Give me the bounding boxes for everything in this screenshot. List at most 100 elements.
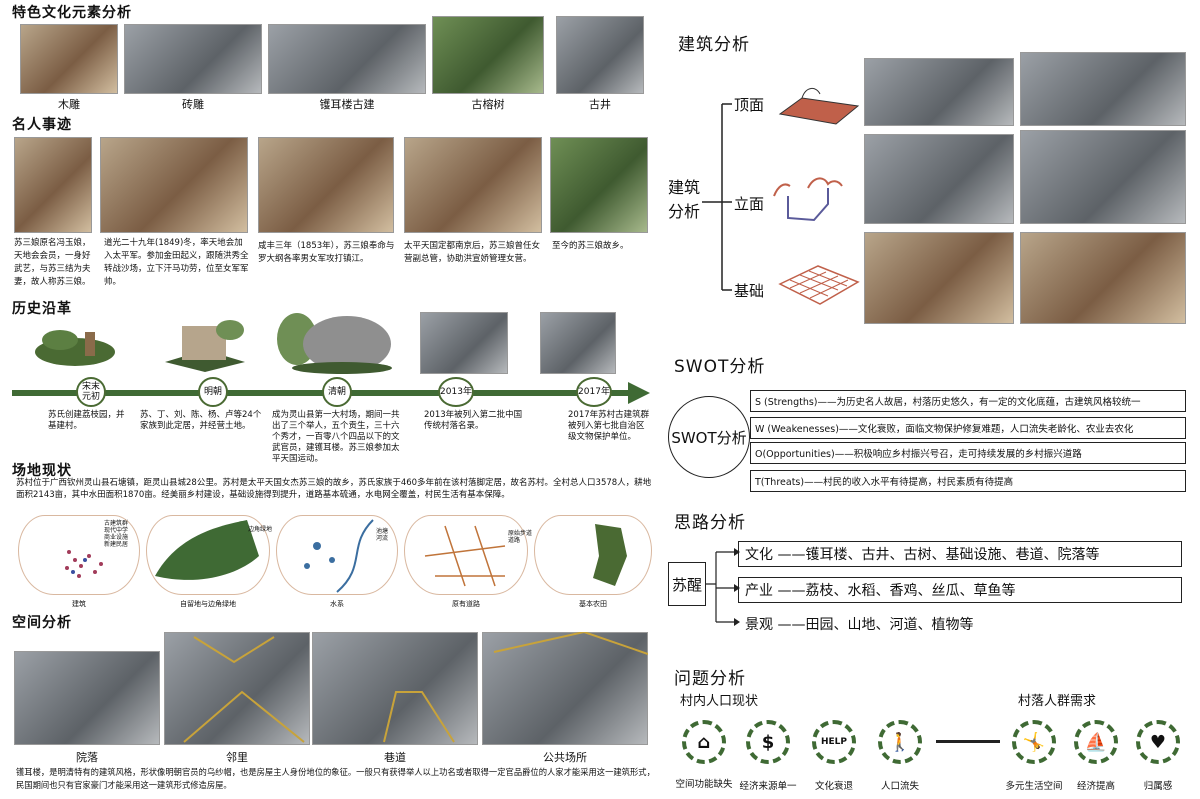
foundation-diagram [778,265,860,305]
history-text-3: 成为灵山县第一大村场，期间一共出了三个举人，五个贡生，三十六个秀才，一百零八个四… [272,410,400,464]
history-text-1: 苏氏创建荔枝园，并基建村。 [48,410,125,431]
legend-build-item: 现代中学 [104,527,129,534]
problem-right-title: 村落人群需求 [1018,694,1097,709]
legend-build-item: 新建民居 [104,541,129,548]
map-water [276,515,398,595]
history-text-5: 2017年苏村古建筑群被列入第七批自治区级文物保护单位。 [568,410,650,442]
painting-court [404,137,542,233]
house-icon: ⌂ [682,720,726,764]
walking-person-icon: 🚶 [878,720,922,764]
painting-battle [100,137,248,233]
space-label-1: 院落 [76,751,98,764]
swot-threats: T(Threats)——村民的收入水平有待提高，村民素质有待提高 [750,470,1186,492]
courtyard-photo [14,651,160,745]
roof-diagram [778,88,860,125]
alley-photo [312,632,478,745]
space-label-2: 邻里 [226,751,248,764]
space-highlight-outline [183,632,648,743]
arch-branch-lines [702,103,732,291]
neighborhood-photo [164,632,310,745]
icon-label: 经济来源单一 [739,781,797,792]
arch-branch-facade: 立面 [734,195,765,213]
problem-title: 问题分析 [674,669,746,689]
history-text-2: 苏、丁、刘、陈、杨、卢等24个家族到此定居，并经营土地。 [140,410,262,431]
idea-row-landscape: 景观 ——田园、山地、河道、植物等 [738,611,1182,637]
help-icon: HELP [812,720,856,764]
su-sanniang-portrait [14,137,92,233]
swot-weaknesses: W (Weakenesses)——文化衰败，面临文物保护修复难题，人口流失老龄化… [750,417,1186,439]
facade-diagram [773,177,843,222]
swot-title: SWOT分析 [674,357,766,377]
idea-label: 景观 [745,617,773,633]
arch-branch-roof: 顶面 [734,96,765,114]
map-label-2: 自留地与边角绿地 [180,600,236,608]
legend-water: 池塘 河流 [376,528,388,542]
martial-arts-icon: 🤸 [1012,720,1056,764]
space-label-4: 公共场所 [543,751,587,764]
legend-road-item: 道路 [508,537,521,544]
people-text-3: 咸丰三年（1853年），苏三娘奉命与罗大纲各率男女军攻打镇江。 [258,241,395,264]
facade-photo-1 [864,134,1014,224]
foundation-photo-1 [864,232,1014,324]
ideas-branch-lines [706,548,740,626]
people-text-5: 至今的苏三娘故乡。 [552,241,629,251]
foundation-photo-2 [1020,232,1186,324]
people-title: 名人事迹 [12,117,72,133]
space-title: 空间分析 [12,615,72,631]
history-illustration-2 [165,320,245,372]
wood-carving-photo [20,24,118,94]
facade-photo-2 [1020,130,1186,224]
legend-road: 原始步道 道路 [508,530,532,544]
timeline-node-1: 宋末元初 [76,377,106,407]
map-label-3: 水系 [330,600,344,608]
idea-row-culture: 文化 ——镬耳楼、古井、古树、基础设施、巷道、院落等 [738,541,1182,567]
map-building [18,515,140,595]
problem-left-title: 村内人口现状 [680,694,759,709]
history-illustration-3 [277,313,392,374]
history-illustration-1 [35,330,115,366]
idea-text: ——镬耳楼、古井、古树、基础设施、巷道、院落等 [777,547,1100,563]
timeline-node-3: 清朝 [322,377,352,407]
space-label-3: 巷道 [384,751,406,764]
dollar-icon: $ [746,720,790,764]
legend-road-item: 原始步道 [508,530,533,537]
legend-build-item: 古建筑群 [104,520,129,527]
icon-label: 经济提高 [1076,781,1115,792]
people-text-2: 道光二十九年(1849)冬，率天地会加入太平军。参加金田起义，跟随洪秀全转战沙场… [104,238,249,287]
map-farmland [534,515,652,595]
timeline-node-5: 2017年 [576,377,612,407]
heart-icon: ♥ [1136,720,1180,764]
site-text: 苏村位于广西钦州灵山县石塘镇，距灵山县城28公里。苏村是太平天国女杰苏三娘的故乡… [16,478,652,500]
space-footer-text: 镬耳楼，是明清特有的建筑风格，形状像明朝官员的乌纱帽，也是房屋主人身份地位的象征… [16,767,655,790]
culture-label-4: 古榕树 [471,98,505,111]
arch-center-line2: 分析 [668,202,701,221]
public-space-photo [482,632,648,745]
icon-label: 归属感 [1143,781,1173,792]
legend-build-item: 商业设施 [104,534,129,541]
culture-title: 特色文化元素分析 [12,5,132,21]
swot-opportunities: O(Opportunities)——积极响应乡村振兴号召，走可持续发展的乡村振兴… [750,442,1186,464]
people-text-4: 太平天国定都南京后，苏三娘曾任女营副总管，协助洪宣娇管理女营。 [404,241,541,264]
ideas-title: 思路分析 [674,513,746,533]
hometown-photo [550,137,648,233]
map-label-1: 建筑 [72,600,86,608]
idea-text: ——田园、山地、河道、植物等 [777,617,974,633]
site-title: 场地现状 [12,463,72,479]
icon-label: 空间功能缺失 [675,779,733,790]
history-photo-2017 [540,312,616,374]
icon-label: 多元生活空间 [1005,781,1063,792]
wok-ear-building-photo [268,24,426,94]
idea-row-industry: 产业 ——荔枝、水稻、香鸡、丝瓜、草鱼等 [738,577,1182,603]
history-title: 历史沿革 [12,301,72,317]
swot-circle: SWOT分析 [668,396,750,478]
history-text-4: 2013年被列入第二批中国传统村落名录。 [424,410,523,431]
timeline-node-2: 明朝 [198,377,228,407]
culture-label-1: 木雕 [58,98,80,111]
arch-branch-foundation: 基础 [734,282,765,300]
icon-label: 人口流失 [880,781,919,792]
map-label-5: 基本农田 [579,600,607,608]
legend-water-item: 池塘 [376,528,389,535]
timeline-arrow-icon [628,382,650,404]
old-well-photo [556,16,644,94]
brick-carving-photo [124,24,262,94]
